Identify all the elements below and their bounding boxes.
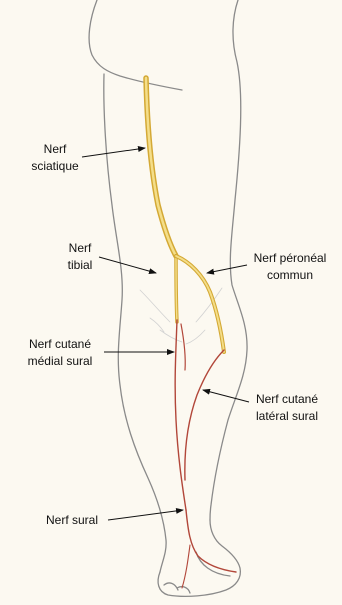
label-line: Nerf péronéal: [254, 251, 327, 265]
label-line: Nerf: [44, 142, 67, 156]
tibial-nerve: [176, 256, 177, 322]
label-line: Nerf: [69, 241, 92, 255]
label-line: Nerf sural: [46, 513, 98, 527]
label-line: sciatique: [31, 159, 79, 173]
label-line: Nerf cutané: [29, 337, 91, 351]
label-line: Nerf cutané: [256, 392, 318, 406]
label-sural-nerve: Nerf sural: [46, 513, 98, 527]
label-line: tibial: [68, 258, 93, 272]
label-line: médial sural: [28, 354, 93, 368]
label-line: commun: [267, 268, 313, 282]
label-line: latéral sural: [256, 409, 318, 423]
